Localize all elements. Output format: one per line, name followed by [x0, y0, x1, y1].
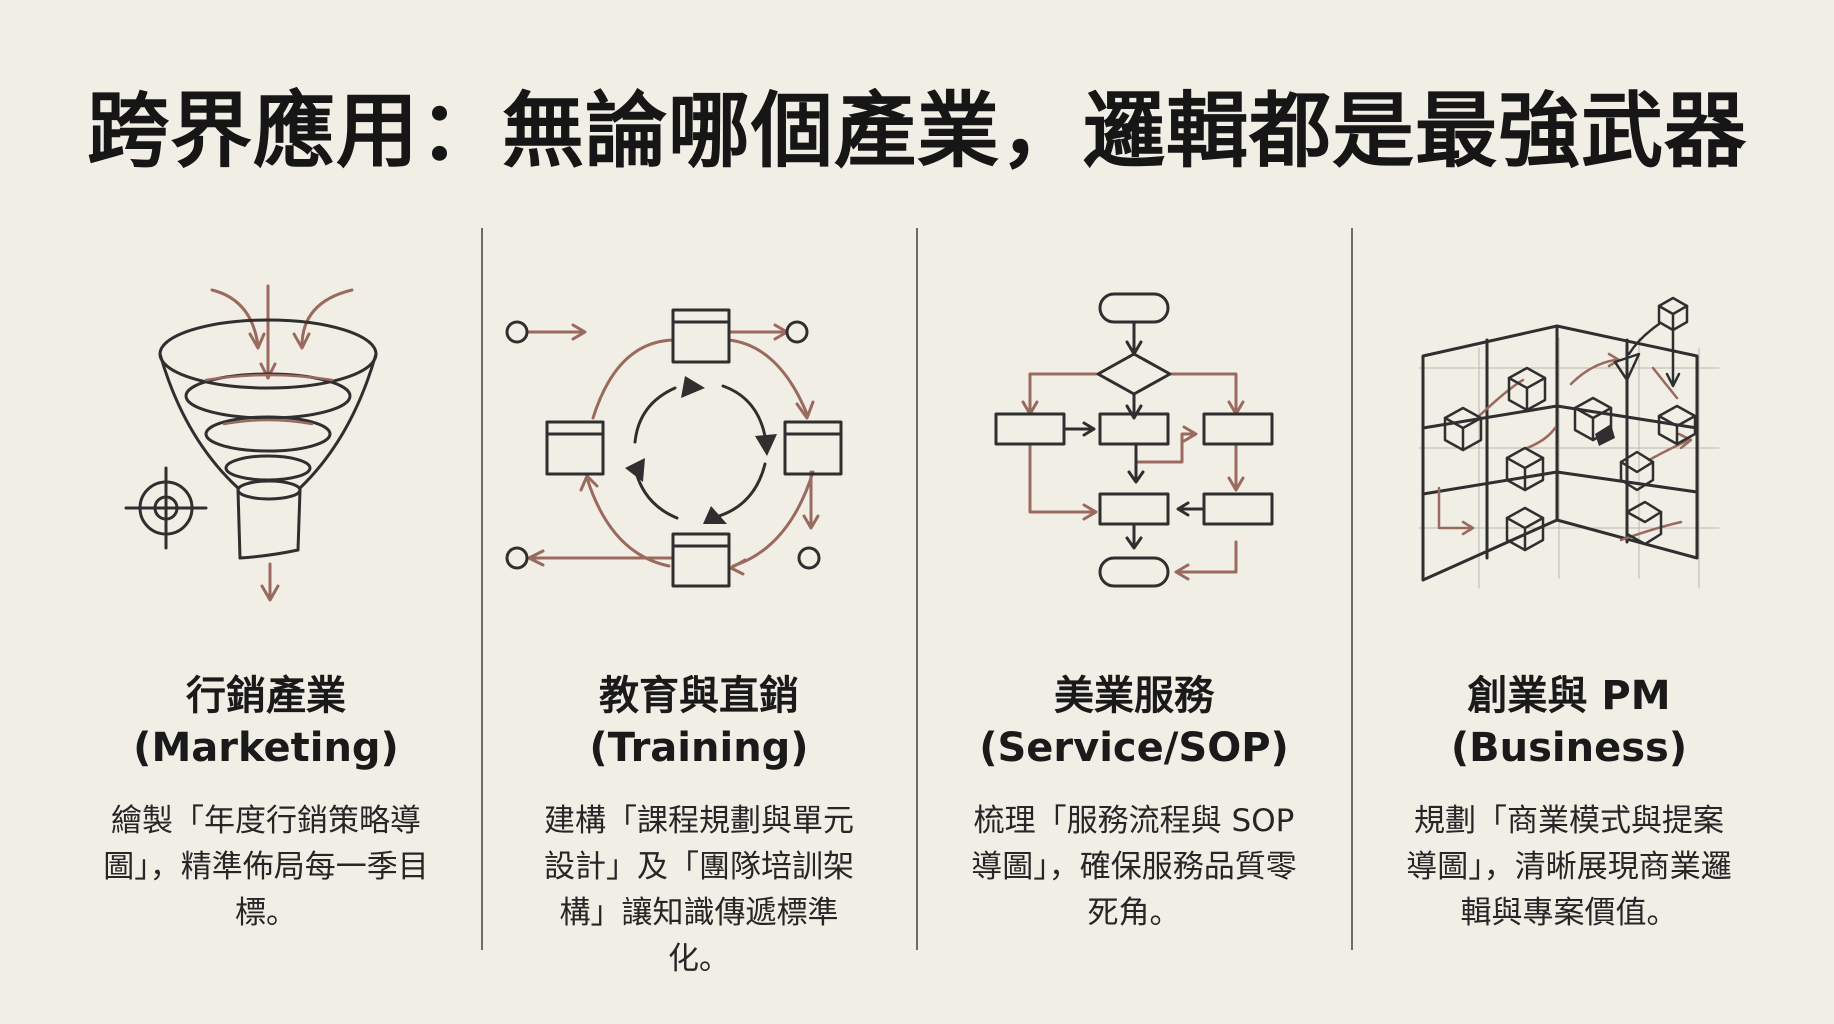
cycle-diagram-icon — [489, 228, 909, 628]
column-title-main: 行銷產業 — [186, 673, 346, 719]
column-service: 美業服務 (Service/SOP) 梳理「服務流程與 SOP 導圖」，確保服務… — [924, 228, 1344, 950]
column-title: 教育與直銷 (Training) — [489, 670, 909, 774]
column-title-main: 教育與直銷 — [599, 673, 799, 719]
column-title: 美業服務 (Service/SOP) — [924, 670, 1344, 774]
column-divider — [1351, 228, 1353, 950]
funnel-icon — [56, 228, 476, 628]
column-description: 繪製「年度行銷策略導圖」，精準佈局每一季目標。 — [103, 803, 429, 931]
flowchart-icon — [924, 228, 1344, 628]
column-training: 教育與直銷 (Training) 建構「課程規劃與單元設計」及「團隊培訓架構」讓… — [489, 228, 909, 977]
column-divider — [481, 228, 483, 950]
column-title-sub: (Service/SOP) — [979, 725, 1289, 771]
column-title: 創業與 PM (Business) — [1359, 670, 1779, 774]
column-description: 梳理「服務流程與 SOP 導圖」，確保服務品質零死角。 — [971, 803, 1297, 931]
column-title: 行銷產業 (Marketing) — [56, 670, 476, 774]
column-title-main: 創業與 PM — [1467, 673, 1671, 719]
business-model-icon — [1359, 228, 1779, 628]
column-description: 規劃「商業模式與提案導圖」，清晰展現商業邏輯與專案價值。 — [1406, 803, 1732, 931]
column-title-sub: (Marketing) — [133, 725, 399, 771]
column-description: 建構「課程規劃與單元設計」及「團隊培訓架構」讓知識傳遞標準化。 — [544, 803, 854, 977]
column-title-sub: (Training) — [589, 725, 809, 771]
column-divider — [916, 228, 918, 950]
column-title-main: 美業服務 — [1054, 673, 1214, 719]
page-title: 跨界應用：無論哪個產業，邏輯都是最強武器 — [86, 84, 1747, 179]
column-title-sub: (Business) — [1450, 725, 1688, 771]
column-business: 創業與 PM (Business) 規劃「商業模式與提案導圖」，清晰展現商業邏輯… — [1359, 228, 1779, 950]
column-marketing: 行銷產業 (Marketing) 繪製「年度行銷策略導圖」，精準佈局每一季目標。 — [56, 228, 476, 950]
